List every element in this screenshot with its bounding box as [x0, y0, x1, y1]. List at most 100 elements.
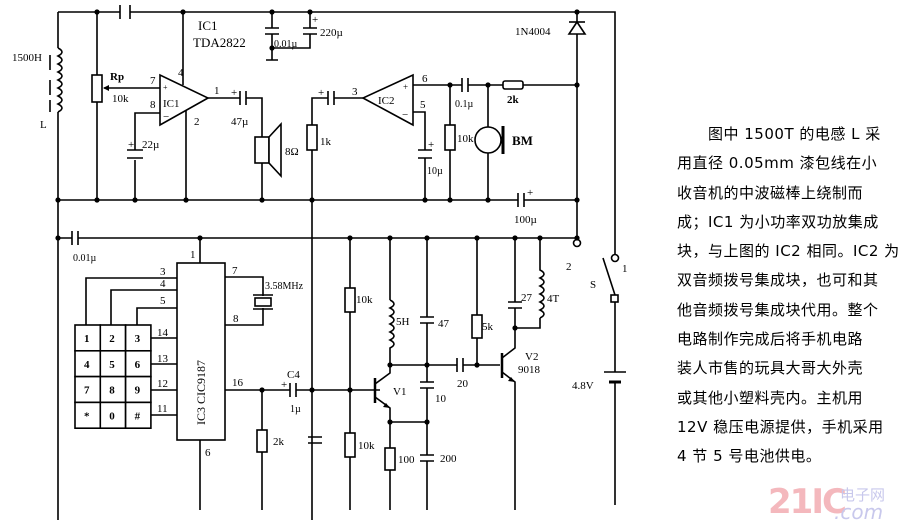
description-line: 图中 1500T 的电感 L 采 [677, 125, 881, 143]
speaker-cone [268, 121, 282, 179]
junction-dot [269, 9, 275, 15]
keypad-key[interactable] [74, 375, 102, 404]
cap-47u-label: 47µ [231, 116, 248, 128]
resistor-5k [471, 314, 483, 339]
pin-1: 1 [214, 85, 220, 97]
junction-dot [424, 362, 430, 368]
switch-s[interactable] [602, 257, 616, 296]
junction-dot [387, 362, 393, 368]
keypad-key[interactable] [124, 349, 152, 378]
pin-5: 5 [420, 99, 426, 111]
keypad-key-label: 0 [109, 410, 115, 422]
junction-dot [94, 197, 100, 203]
keypad-key-label: * [84, 410, 90, 422]
cap-312-bottom [308, 436, 322, 444]
watermark-logo: 21IC 电子网 .com [768, 482, 908, 526]
cap-100u-label: 100µ [514, 214, 537, 226]
junction-dot [512, 235, 518, 241]
resistor-100 [384, 447, 396, 471]
keypad-key-label: 6 [135, 359, 141, 371]
junction-dot [574, 235, 580, 241]
junction-dot [424, 419, 430, 425]
junction-dots [55, 9, 580, 425]
cap-01u-label: 0.1µ [455, 99, 474, 110]
switch-t1-label: 1 [622, 263, 628, 275]
resistor-10k-mic [444, 124, 456, 151]
resistor-1k [306, 124, 318, 151]
junction-dot [309, 387, 315, 393]
cap-ic2-in [327, 91, 335, 105]
cap-001-left-label: 0.01µ [73, 253, 97, 264]
wire-ic1-out [208, 97, 263, 200]
emitter-arrow-icon [508, 377, 515, 382]
junction-dot [259, 387, 265, 393]
cap-220u-label: 220µ [320, 27, 343, 39]
resistor-2k-bottom [256, 429, 268, 453]
pin-6: 6 [422, 73, 428, 85]
logo-cn: 电子网 [840, 486, 886, 504]
description-line: 4 节 5 号电池供电。 [677, 447, 822, 466]
ic1-name: IC1 [198, 18, 218, 33]
pin-3: 3 [352, 86, 358, 98]
cap-200-label: 200 [440, 453, 457, 465]
cap-supply [265, 27, 317, 61]
pin-2: 2 [194, 116, 200, 128]
ic1-body-label: IC1 [163, 98, 180, 110]
wire-supply-caps [271, 12, 311, 60]
junction-dot [347, 387, 353, 393]
cap-001-top-label: 0.01µ [274, 39, 298, 50]
description-line: 装人市售的玩具大哥大外壳 [677, 359, 864, 378]
junction-dot [574, 197, 580, 203]
description-line: 12V 稳压电源提供，手机采用 [677, 417, 884, 436]
junction-dot [474, 235, 480, 241]
ic3-pin-12: 12 [157, 378, 168, 390]
wire-keypad-cols [85, 277, 177, 325]
cap-001-left [71, 231, 79, 245]
description-line: 成；IC1 为小功率双功放集成 [677, 212, 879, 231]
inductor-l [56, 47, 63, 113]
wire-5h [388, 238, 500, 366]
junction-dot [55, 235, 61, 241]
cap-01u [461, 78, 469, 92]
speaker-icon [254, 136, 270, 164]
junction-dot [183, 197, 189, 203]
description-line: 双音频拨号集成块，也可和其 [677, 271, 879, 290]
keypad-key-label: 4 [84, 359, 90, 371]
switch-pivot [610, 294, 619, 303]
ic3-pin-8: 8 [233, 313, 239, 325]
cap-27-label: 27 [521, 292, 533, 304]
junction-dot [485, 197, 491, 203]
junction-dot [574, 9, 580, 15]
crystal-plates [253, 294, 273, 310]
switch-label: S [590, 279, 596, 291]
junction-dot [347, 235, 353, 241]
cap-plus: + [312, 14, 318, 26]
cap-10u [418, 149, 432, 159]
res-1k-label: 1k [320, 136, 332, 148]
wire-ic1-pins [182, 12, 187, 200]
junction-dot [574, 82, 580, 88]
ic1-part: TDA2822 [193, 35, 246, 50]
description-line: 电路制作完成后将手机电路 [677, 330, 864, 349]
keypad-key-label: 3 [135, 333, 141, 345]
ic3-pin-16: 16 [232, 377, 244, 389]
ic3-pin-3: 3 [160, 266, 166, 278]
junction-dot [269, 45, 275, 51]
res-2k-bottom-label: 2k [273, 436, 285, 448]
c4-name: C4 [287, 369, 300, 381]
wire-ic2-pin5 [413, 111, 426, 200]
keypad-key[interactable] [124, 375, 152, 404]
battery-label: 4.8V [572, 380, 594, 392]
keypad-key[interactable] [124, 401, 152, 429]
ic3-label: IC3 CIC9187 [194, 360, 208, 425]
crystal-icon [254, 297, 272, 307]
junction-dot [424, 235, 430, 241]
ind-5h-label: 5H [396, 316, 410, 328]
pot-name: Rp [110, 71, 124, 83]
ic3-pin-4: 4 [160, 278, 166, 290]
transistor-v2-leads [501, 328, 516, 510]
cap-top [119, 5, 131, 19]
junction-dot [537, 235, 543, 241]
junction-dot [259, 197, 265, 203]
